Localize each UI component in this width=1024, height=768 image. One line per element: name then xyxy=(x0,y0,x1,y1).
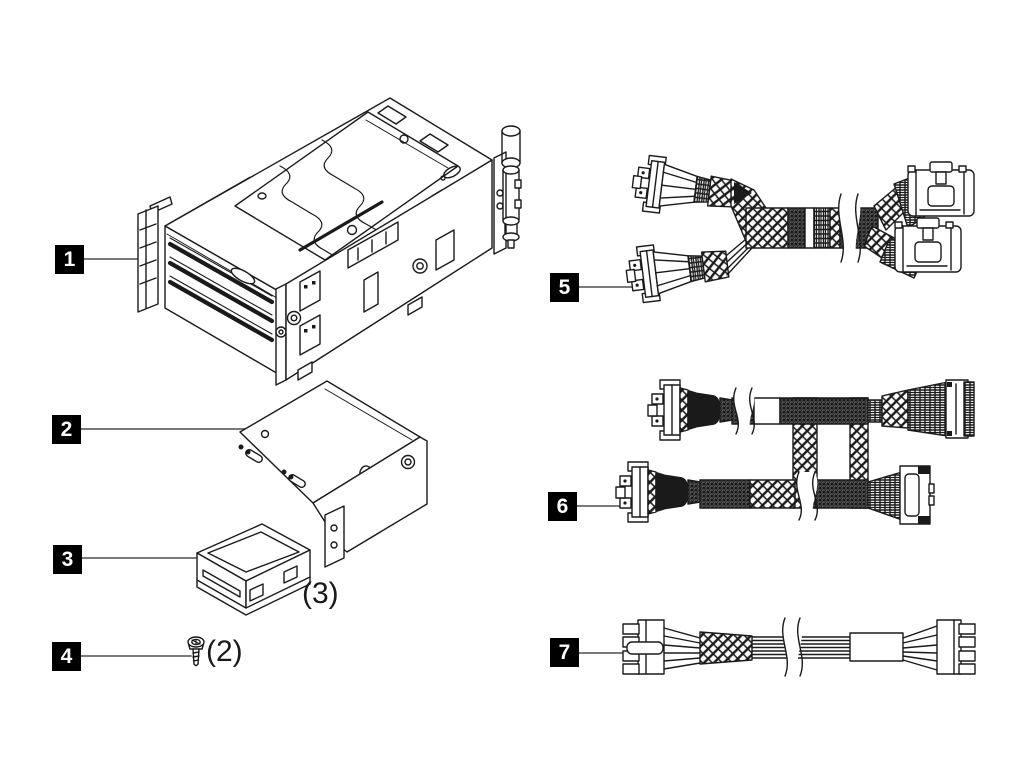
power-cable-drawing xyxy=(622,617,976,677)
callout-6: 6 xyxy=(548,492,577,521)
screw-drawing xyxy=(187,636,205,667)
callout-2: 2 xyxy=(52,415,81,444)
callout-7: 7 xyxy=(550,638,579,667)
filler-cage-drawing xyxy=(196,523,311,616)
callout-3: 3 xyxy=(53,545,82,574)
y-cable-drawing xyxy=(622,153,975,305)
riser-cage-assembly-drawing xyxy=(137,97,522,386)
quantity-annotation-item3: (3) xyxy=(302,577,339,610)
callout-1: 1 xyxy=(55,245,84,274)
leader-lines xyxy=(79,258,635,657)
callout-4: 4 xyxy=(52,642,81,671)
bracket-drawing xyxy=(238,380,428,568)
callout-5: 5 xyxy=(550,273,579,302)
h-cable-drawing xyxy=(615,379,975,525)
quantity-annotation-item4: (2) xyxy=(206,635,243,668)
